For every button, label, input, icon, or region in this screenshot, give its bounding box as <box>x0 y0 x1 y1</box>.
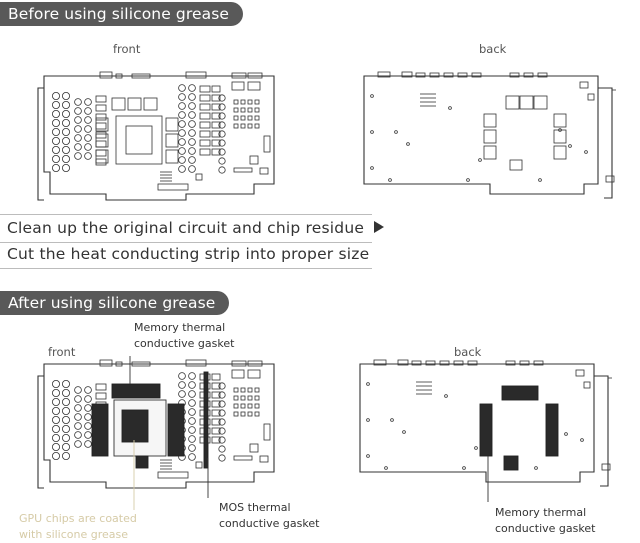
memory-front-callout-line1: Memory thermal <box>134 321 226 334</box>
memory-back-callout: Memory thermal conductive gasket <box>495 505 595 537</box>
step-clean-up-text: Clean up the original circuit and chip r… <box>7 219 365 237</box>
divider-bottom <box>0 268 372 269</box>
play-triangle-icon <box>374 221 385 233</box>
step-clean-up: Clean up the original circuit and chip r… <box>7 219 385 237</box>
after-back-label: back <box>454 345 482 359</box>
before-back-label: back <box>479 42 507 56</box>
before-front-board <box>37 71 275 201</box>
memory-back-callout-line1: Memory thermal <box>495 506 587 519</box>
divider-top <box>0 214 372 215</box>
memory-back-callout-line2: conductive gasket <box>495 522 596 535</box>
after-front-board <box>37 359 275 489</box>
after-section-title: After using silicone grease <box>0 291 230 315</box>
before-section-title: Before using silicone grease <box>0 2 244 26</box>
mos-callout-line1: MOS thermal <box>219 501 291 514</box>
after-back-board <box>359 359 612 487</box>
after-front-label: front <box>48 345 76 359</box>
memory-front-callout: Memory thermal conductive gasket <box>134 320 234 352</box>
mos-callout: MOS thermal conductive gasket <box>219 500 319 532</box>
gpu-callout-line2: with silicone grease <box>19 528 129 541</box>
gpu-callout: GPU chips are coated with silicone greas… <box>19 511 137 543</box>
memory-front-callout-line2: conductive gasket <box>134 337 235 350</box>
divider-middle <box>0 242 372 243</box>
before-front-label: front <box>113 42 141 56</box>
gpu-callout-line1: GPU chips are coated <box>19 512 137 525</box>
step-cut-strip: Cut the heat conducting strip into prope… <box>7 245 370 263</box>
mos-callout-line2: conductive gasket <box>219 517 320 530</box>
before-back-board <box>363 71 616 199</box>
